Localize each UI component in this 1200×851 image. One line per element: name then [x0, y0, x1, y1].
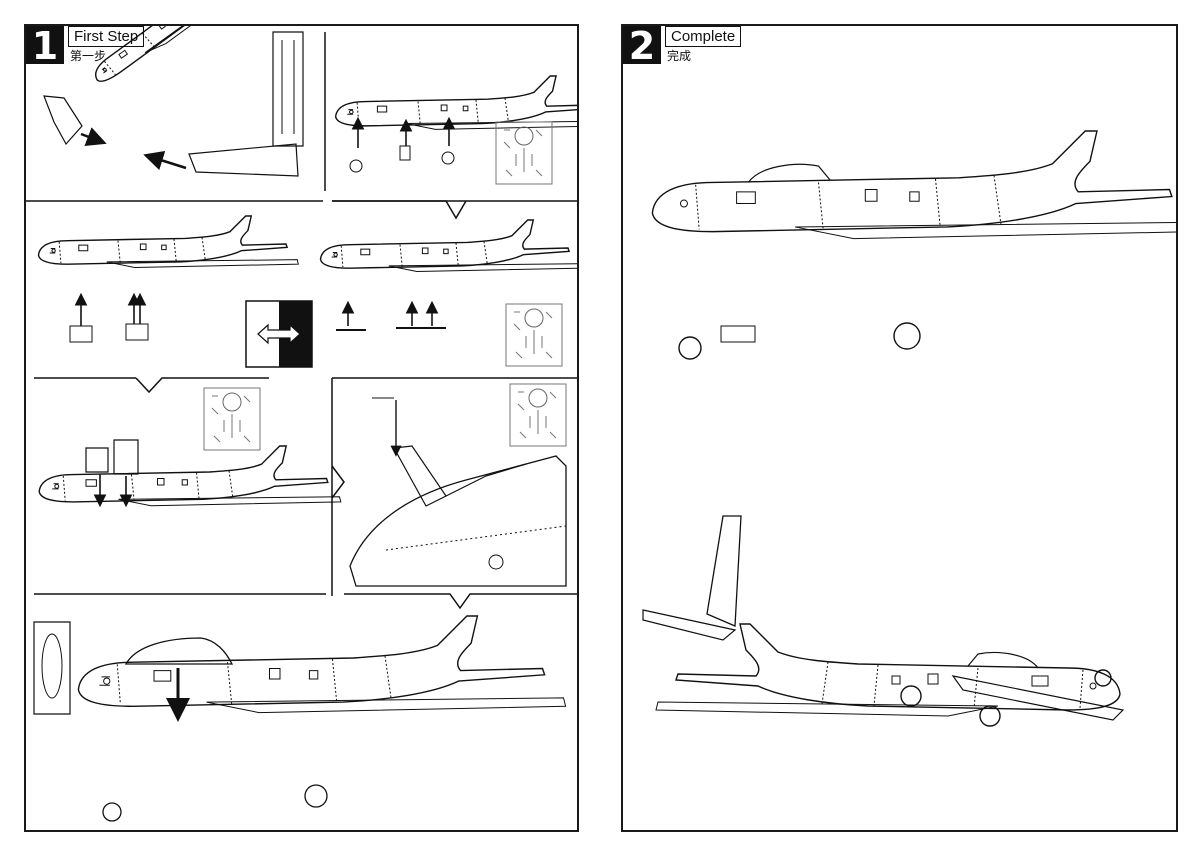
step-2-number: 2 [623, 26, 661, 66]
step-2-panel: 2 Complete 完成 [621, 24, 1178, 832]
step-2-subtitle: 完成 [667, 49, 692, 63]
step-1-number: 1 [26, 26, 64, 66]
step-1-title: First Step [68, 26, 145, 47]
step-2-illustrations [623, 130, 1176, 830]
step-2-title: Complete [665, 26, 742, 47]
substep-a-aircraft [78, 26, 275, 89]
flip-icon [246, 301, 312, 367]
step-1-illustrations [26, 26, 577, 830]
parts-sprue-icon [273, 32, 303, 146]
step-1-subtitle: 第一步 [70, 49, 107, 63]
canopy-icon [126, 638, 232, 664]
step-1-panel: 1 First Step 第一步 [24, 24, 579, 832]
aircraft-illustration [651, 130, 1176, 240]
